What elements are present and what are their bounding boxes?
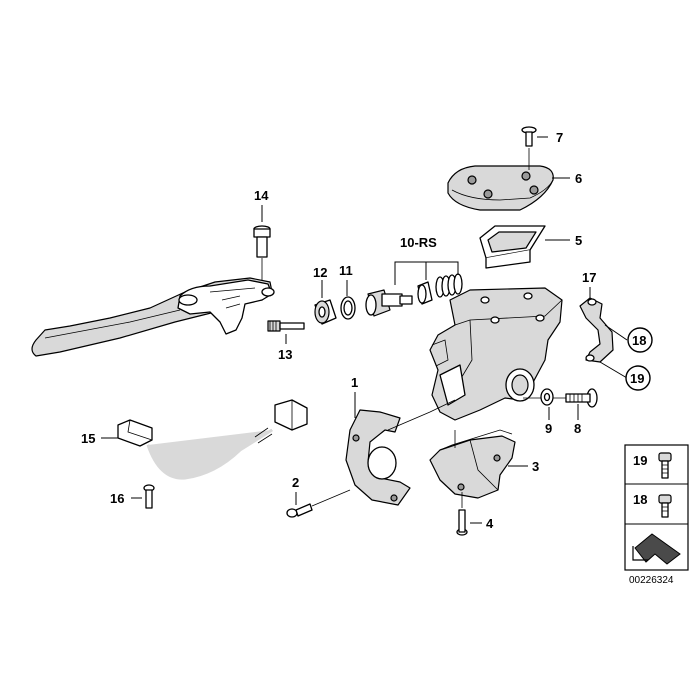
cover-bolt[interactable] (456, 492, 468, 536)
callout-3: 3 (532, 459, 539, 474)
callout-8: 8 (574, 421, 581, 436)
seal-ring[interactable] (340, 296, 356, 320)
callout-10-rs: 10-RS (400, 235, 437, 250)
brake-light-switch[interactable] (117, 399, 308, 480)
arrow-icon (632, 533, 681, 565)
pivot-bolt[interactable] (253, 225, 271, 280)
callout-2: 2 (292, 475, 299, 490)
switch-cover[interactable] (429, 429, 516, 499)
callout-12: 12 (313, 265, 327, 280)
callout-19-circle: 19 (625, 365, 651, 391)
callout-1: 1 (351, 375, 358, 390)
callout-19: 19 (630, 371, 644, 386)
return-spring (435, 273, 463, 298)
legend-bolt-19-icon (658, 452, 672, 479)
reservoir-cover[interactable] (447, 165, 554, 211)
callout-11: 11 (339, 263, 353, 278)
callout-15: 15 (81, 431, 95, 446)
callout-14: 14 (254, 188, 269, 203)
shield-plate[interactable] (345, 399, 456, 506)
callout-18: 18 (632, 333, 646, 348)
callout-9: 9 (545, 421, 552, 436)
callout-18-circle: 18 (627, 327, 653, 353)
callout-13: 13 (278, 347, 292, 362)
switch-screw[interactable] (143, 484, 155, 509)
diaphragm[interactable] (479, 225, 546, 269)
adjusting-screw[interactable] (267, 320, 305, 332)
callout-4: 4 (486, 516, 494, 531)
callout-6: 6 (575, 171, 582, 186)
shield-screw[interactable] (286, 489, 351, 518)
clamp-screw[interactable] (523, 388, 598, 408)
callout-7: 7 (556, 130, 563, 145)
callout-16: 16 (110, 491, 124, 506)
spring-washer[interactable] (540, 388, 554, 406)
master-cylinder-housing[interactable] (429, 287, 563, 421)
legend-item-18-label: 18 (633, 492, 647, 507)
legend-bolt-18-icon (658, 494, 672, 518)
hand-lever[interactable] (31, 277, 275, 357)
clamp[interactable] (579, 297, 614, 363)
bushing[interactable] (314, 299, 337, 325)
leader-lines (101, 136, 628, 524)
legend-item-19-label: 19 (633, 453, 647, 468)
legend-box: 19 18 (624, 444, 689, 571)
callout-5: 5 (575, 233, 582, 248)
piston-kit[interactable] (365, 261, 463, 317)
diagram-reference-number: 00226324 (629, 575, 674, 586)
cover-screw[interactable] (521, 126, 537, 170)
callout-17: 17 (582, 270, 596, 285)
